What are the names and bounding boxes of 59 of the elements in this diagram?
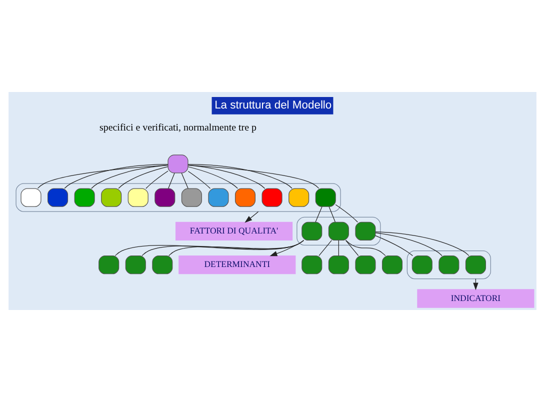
connector [346,240,386,256]
node-box [382,255,403,274]
node-box: FATTORI DI QUALITA' [175,221,293,240]
node-box [465,255,486,274]
connector [188,170,211,188]
connector [335,204,358,222]
node-box [152,255,173,274]
connector [328,206,336,222]
node-box [101,188,122,206]
node-box [208,188,229,206]
label: specifici e verificati, normalmente tre p [99,122,256,133]
diagram-title: La struttura del Modello [214,98,332,111]
node-box [154,188,176,206]
connector [338,240,339,256]
connector [318,240,332,256]
node-box [328,255,349,274]
connector [181,172,188,188]
connector [375,234,413,256]
connector [146,170,168,188]
node-box: INDICATORI [417,288,534,308]
node-box [288,188,310,206]
node-box [98,255,120,274]
node-box [234,188,256,206]
connector [375,231,470,256]
connector [188,166,238,188]
connector [188,164,266,188]
node-box [20,188,42,206]
connector [118,166,168,188]
node-box [48,188,68,206]
connector [345,240,359,256]
node-box [125,255,146,274]
connector [188,164,320,188]
node-box [128,188,148,206]
cluster [16,182,341,212]
connector [37,164,168,188]
node-box [438,255,460,274]
cluster [406,250,491,279]
node-box [302,255,322,274]
node-box [315,188,336,206]
node-box [74,188,95,206]
node-box: DETERMINANTI [178,255,296,274]
connector [168,172,175,188]
cluster [296,216,381,246]
connector [168,240,304,256]
node-box [262,188,282,206]
connector [64,164,168,188]
node-box [328,221,349,240]
arrow [270,244,298,256]
connector [315,206,322,222]
node-box [302,221,322,240]
connector [375,232,442,256]
arrow [244,210,259,222]
node-box [181,188,202,206]
node-box [355,255,376,274]
connector [91,164,168,188]
connector [188,164,292,188]
node-box [355,221,376,240]
node-box [412,255,432,274]
node-box [168,154,188,173]
